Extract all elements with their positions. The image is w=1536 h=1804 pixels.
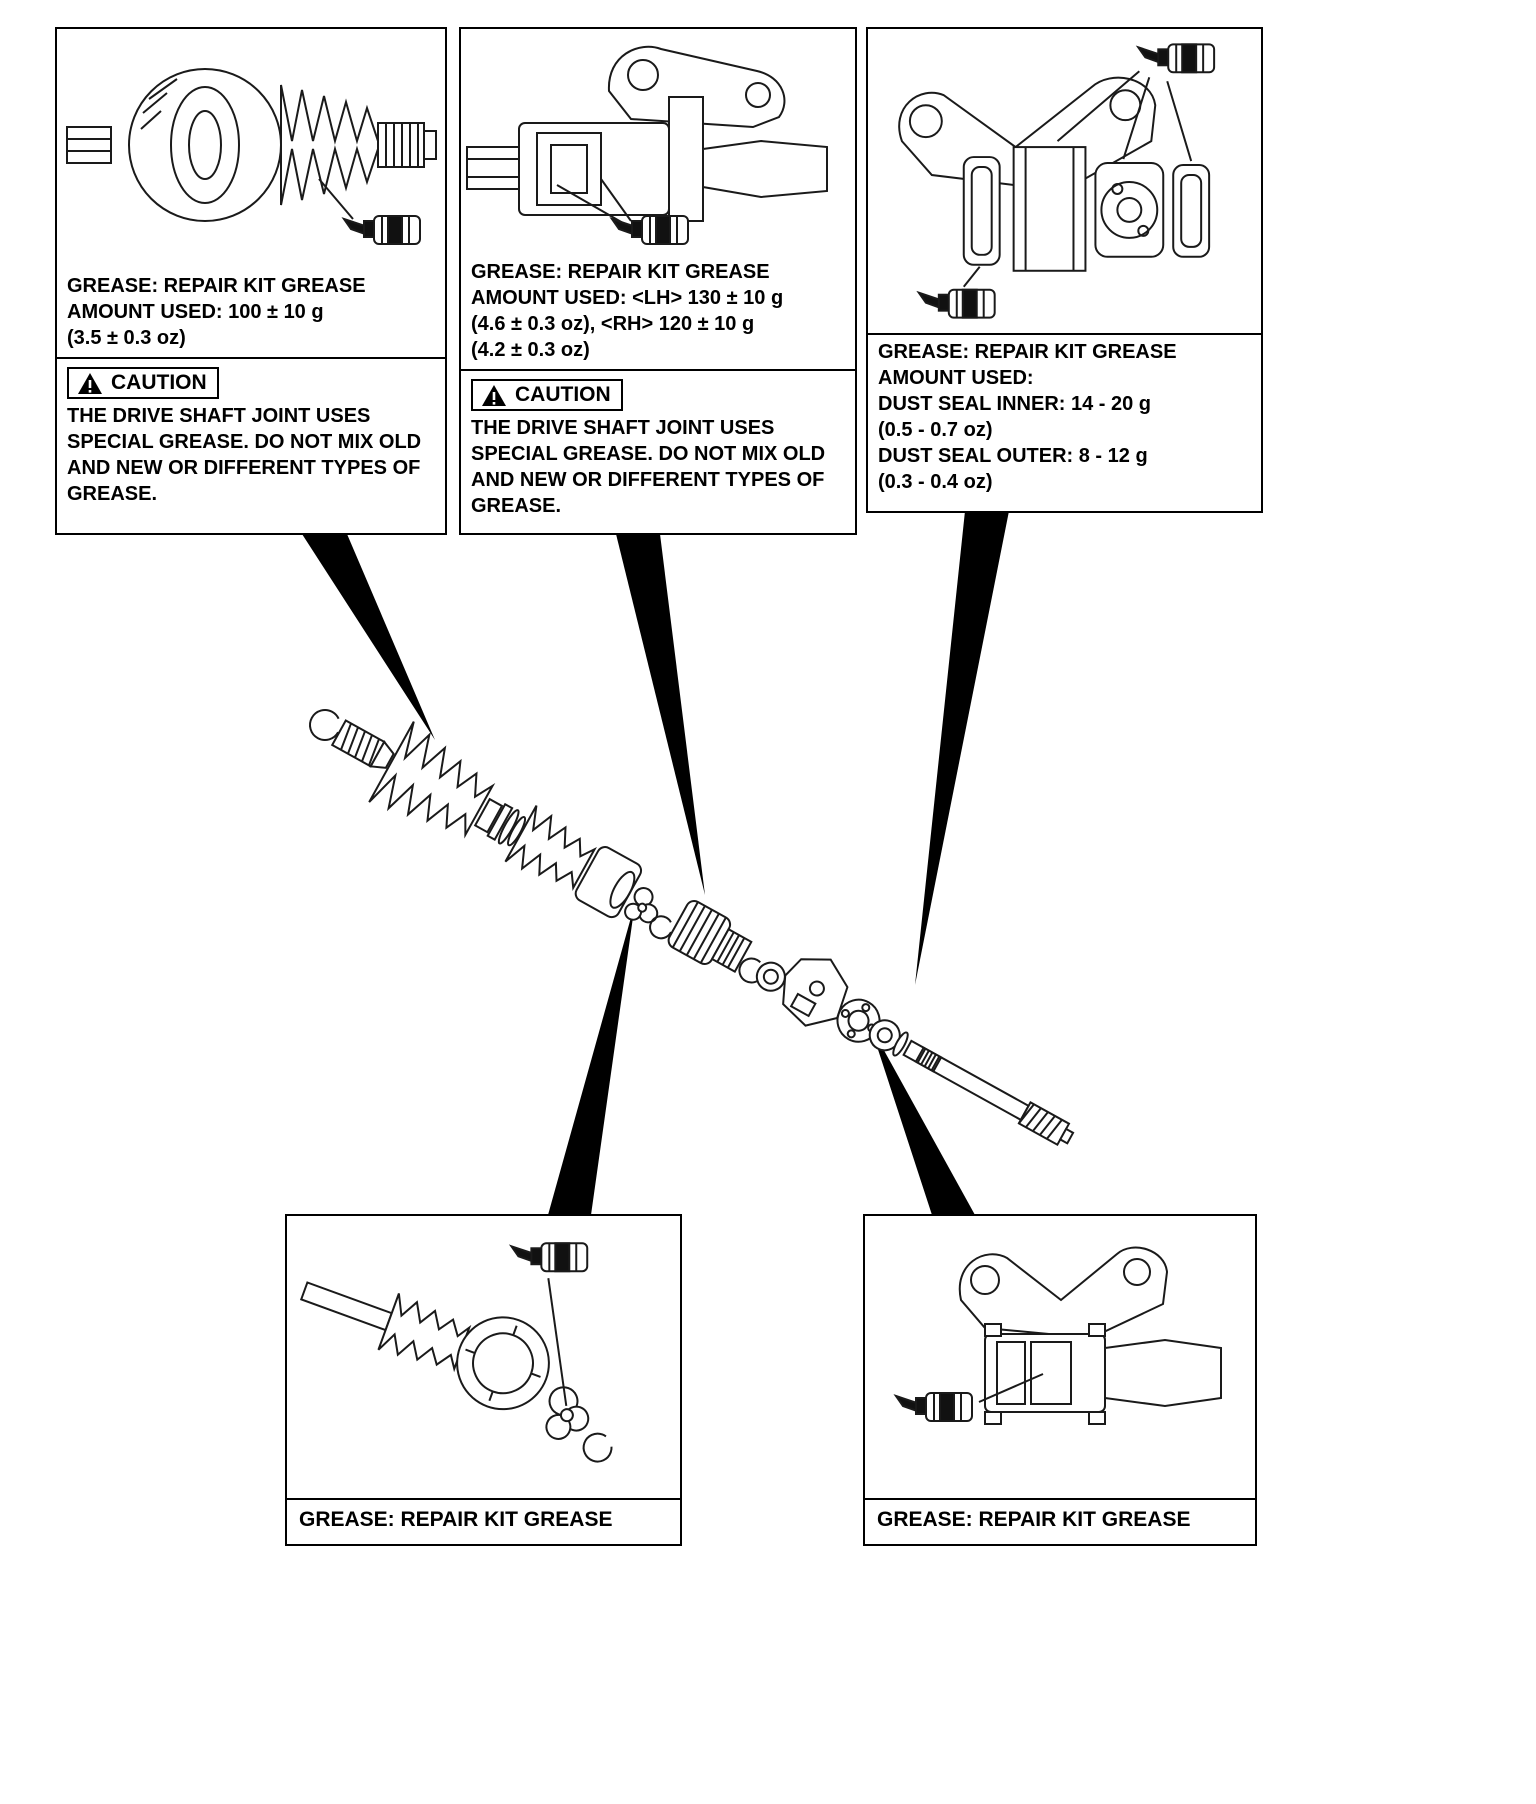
grease-spec-line: AMOUNT USED: <LH> 130 ± 10 g: [471, 287, 784, 309]
panel-spider-joint: GREASE: REPAIR KIT GREASE: [285, 1214, 682, 1546]
support-bracket: [898, 76, 1157, 193]
warning-triangle-icon: [482, 384, 506, 406]
dust-seal-inner: [962, 156, 1001, 266]
section-divider: [461, 369, 855, 371]
joint-housing: [574, 846, 643, 919]
boot-band-and-washers: [473, 797, 527, 847]
output-shaft: [1104, 1338, 1222, 1408]
bearing-support-assembled-drawing-area: [865, 1216, 1255, 1498]
inboard-joint-barrel: [667, 899, 753, 973]
dust-seal-outer: [1172, 164, 1211, 258]
cv-boot: [280, 84, 379, 206]
grease-spec-line: (0.5 - 0.7 oz): [878, 419, 993, 441]
section-divider: [287, 1498, 680, 1500]
panel-outboard-joint: GREASE: REPAIR KIT GREASE AMOUNT USED: 1…: [55, 27, 447, 535]
spider-assembly: [545, 1386, 590, 1440]
outboard-joint-drawing: [66, 68, 437, 245]
snap-ring: [582, 1432, 613, 1463]
grease-spec-line: (3.5 ± 0.3 oz): [67, 327, 186, 349]
panel-bearing-support-assembled: GREASE: REPAIR KIT GREASE: [863, 1214, 1257, 1546]
panel-inboard-joint: GREASE: REPAIR KIT GREASE AMOUNT USED: <…: [459, 27, 857, 535]
intermediate-shaft: [902, 1039, 1075, 1147]
exploded-drive-shaft-diagram: [309, 709, 1075, 1147]
inboard-joint-drawing: [466, 45, 828, 245]
caution-text: THE DRIVE SHAFT JOINT USES SPECIAL GREAS…: [67, 405, 422, 505]
grease-spec-line: GREASE: REPAIR KIT GREASE: [471, 261, 770, 283]
grease-spec-line: GREASE: REPAIR KIT GREASE: [67, 275, 366, 297]
inboard-joint-drawing-area: [461, 29, 855, 255]
inboard-boot: [504, 805, 597, 892]
grease-tube-icon: [343, 215, 421, 245]
grease-spec-block: GREASE: REPAIR KIT GREASE AMOUNT USED: 1…: [57, 269, 445, 357]
section-divider: [57, 357, 445, 359]
bearing-support-drawing: [898, 43, 1216, 319]
bearing-assembly: [984, 1323, 1106, 1425]
dust-seal-ring: [755, 961, 786, 992]
cv-boot: [377, 1293, 472, 1373]
warning-triangle-icon: [78, 372, 102, 394]
grease-spec-line: GREASE: REPAIR KIT GREASE: [878, 341, 1177, 363]
panel-caption: GREASE: REPAIR KIT GREASE: [299, 1508, 613, 1531]
panel-caption: GREASE: REPAIR KIT GREASE: [877, 1508, 1191, 1531]
grease-tube-icon: [1137, 43, 1216, 74]
grease-spec-block: GREASE: REPAIR KIT GREASE AMOUNT USED: D…: [868, 335, 1261, 501]
grease-spec-block: GREASE: REPAIR KIT GREASE AMOUNT USED: <…: [461, 255, 855, 369]
grease-spec-line: AMOUNT USED:: [878, 367, 1034, 389]
support-bracket: [958, 1246, 1169, 1340]
grease-tube-icon: [611, 215, 689, 245]
splined-stub: [330, 719, 395, 769]
grease-spec-line: DUST SEAL OUTER: 8 - 12 g: [878, 445, 1148, 467]
spider-joint-drawing-area: [287, 1216, 680, 1498]
section-divider: [865, 1498, 1255, 1500]
outboard-boot: [368, 721, 496, 839]
support-hub: [1012, 146, 1087, 272]
outboard-joint-drawing-area: [57, 29, 445, 269]
grease-spec-line: DUST SEAL INNER: 14 - 20 g: [878, 393, 1152, 415]
grease-spec-line: (4.6 ± 0.3 oz), <RH> 120 ± 10 g: [471, 313, 755, 335]
spider-joint-drawing: [299, 1242, 613, 1463]
section-divider: [868, 333, 1261, 335]
support-bearing: [1094, 162, 1165, 258]
output-shaft: [702, 139, 828, 199]
grease-tube-icon: [917, 288, 996, 319]
bearing-support-assembled-drawing: [895, 1246, 1222, 1425]
grease-tube-icon: [895, 1392, 973, 1422]
grease-spec-line: (0.3 - 0.4 oz): [878, 471, 993, 493]
caution-label: CAUTION: [111, 371, 207, 394]
support-bearing: [836, 998, 881, 1043]
joint-housing-cup: [456, 1316, 550, 1411]
panel-bearing-support: GREASE: REPAIR KIT GREASE AMOUNT USED: D…: [866, 27, 1263, 513]
outer-seal-and-washer: [868, 1019, 909, 1057]
bearing-support-drawing-area: [868, 29, 1261, 333]
spider-assembly: [624, 887, 659, 924]
caution-label: CAUTION: [515, 383, 611, 406]
caution-text: THE DRIVE SHAFT JOINT USES SPECIAL GREAS…: [471, 417, 826, 517]
caution-badge: CAUTION: [67, 367, 219, 399]
caution-badge: CAUTION: [471, 379, 623, 411]
bearing-support-bracket: [782, 958, 849, 1027]
snap-ring: [649, 915, 674, 940]
grease-spec-line: (4.2 ± 0.3 oz): [471, 339, 590, 361]
exploded-view-area: [270, 640, 1150, 1220]
grease-spec-line: AMOUNT USED: 100 ± 10 g: [67, 301, 324, 323]
grease-tube-icon: [510, 1242, 589, 1273]
